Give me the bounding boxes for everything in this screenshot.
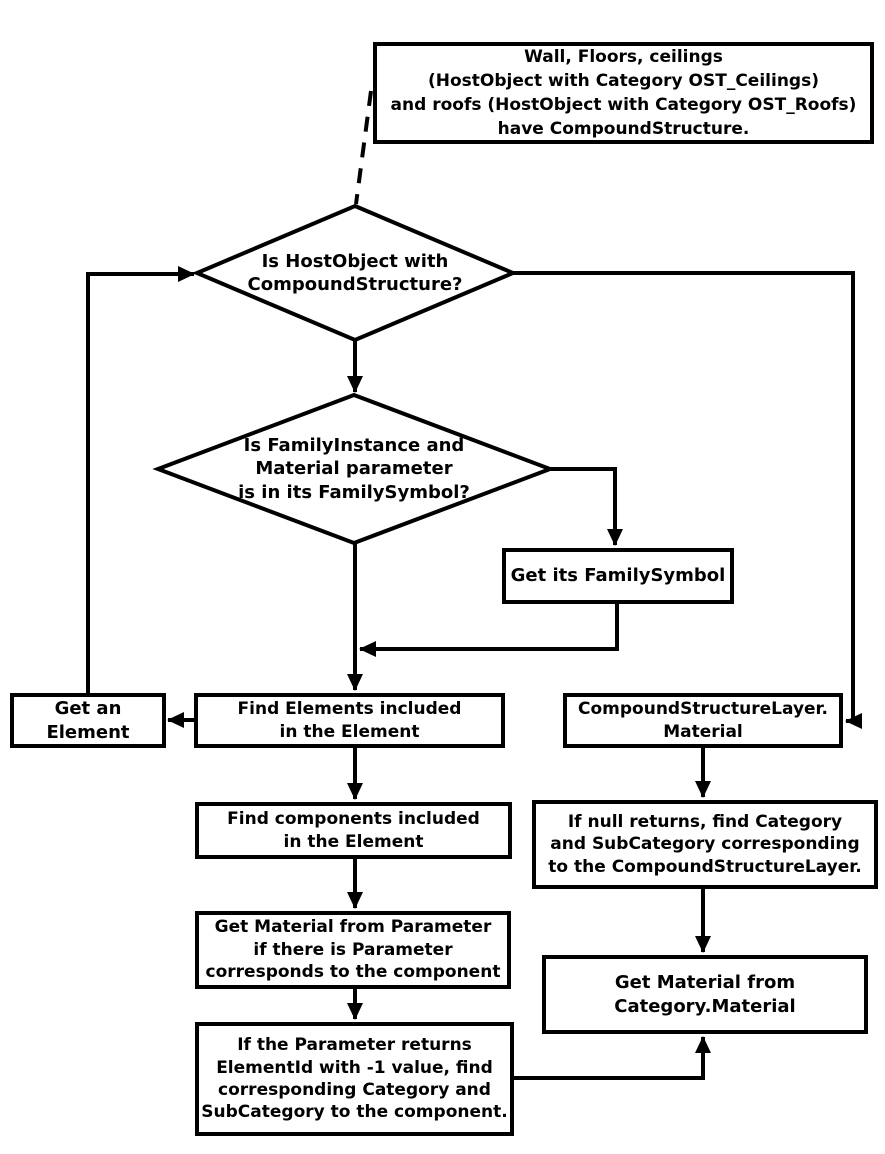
note-compoundstructure-box: Wall, Floors, ceilings (HostObject with … — [373, 42, 874, 144]
get-an-element-box: Get an Element — [10, 693, 166, 748]
edge-familysymbol-rejoin — [359, 603, 619, 657]
compound-layer-material-box: CompoundStructureLayer. Material — [563, 693, 843, 748]
decision-hostobject-label: Is HostObject with CompoundStructure? — [247, 250, 463, 295]
get-an-element-text: Get an Element — [46, 697, 130, 743]
find-elements-box: Find Elements included in the Element — [194, 693, 505, 748]
edge-note-dashed — [354, 90, 373, 205]
decision-familyinstance-label: Is FamilyInstance and Material parameter… — [238, 435, 470, 503]
edge-getelement-decision1 — [86, 266, 195, 693]
get-familysymbol-box: Get its FamilySymbol — [502, 548, 734, 604]
if-null-returns-box: If null returns, find Category and SubCa… — [532, 800, 878, 889]
compound-layer-material-text: CompoundStructureLayer. Material — [578, 699, 828, 742]
decision-hostobject-diamond — [191, 203, 519, 343]
find-components-box: Find components included in the Element — [195, 802, 512, 859]
note-compoundstructure-text: Wall, Floors, ceilings (HostObject with … — [390, 46, 857, 140]
if-parameter-minus-one-box: If the Parameter returns ElementId with … — [195, 1022, 514, 1136]
edge-ifparam-getmaterialcategory — [513, 1036, 711, 1080]
get-material-from-category-box: Get Material from Category.Material — [542, 955, 868, 1034]
find-elements-text: Find Elements included in the Element — [237, 699, 462, 742]
if-parameter-minus-one-text: If the Parameter returns ElementId with … — [201, 1035, 508, 1123]
edge-decision1-compoundlayer — [513, 271, 862, 729]
get-material-from-parameter-text: Get Material from Parameter if there is … — [205, 917, 501, 983]
get-familysymbol-text: Get its FamilySymbol — [510, 565, 726, 587]
get-material-from-category-text: Get Material from Category.Material — [614, 971, 796, 1017]
find-components-text: Find components included in the Element — [227, 809, 480, 852]
edge-decision2-familysymbol — [550, 467, 623, 546]
if-null-returns-text: If null returns, find Category and SubCa… — [548, 811, 862, 877]
decision-familyinstance-diamond — [152, 392, 556, 546]
get-material-from-parameter-box: Get Material from Parameter if there is … — [195, 911, 511, 989]
